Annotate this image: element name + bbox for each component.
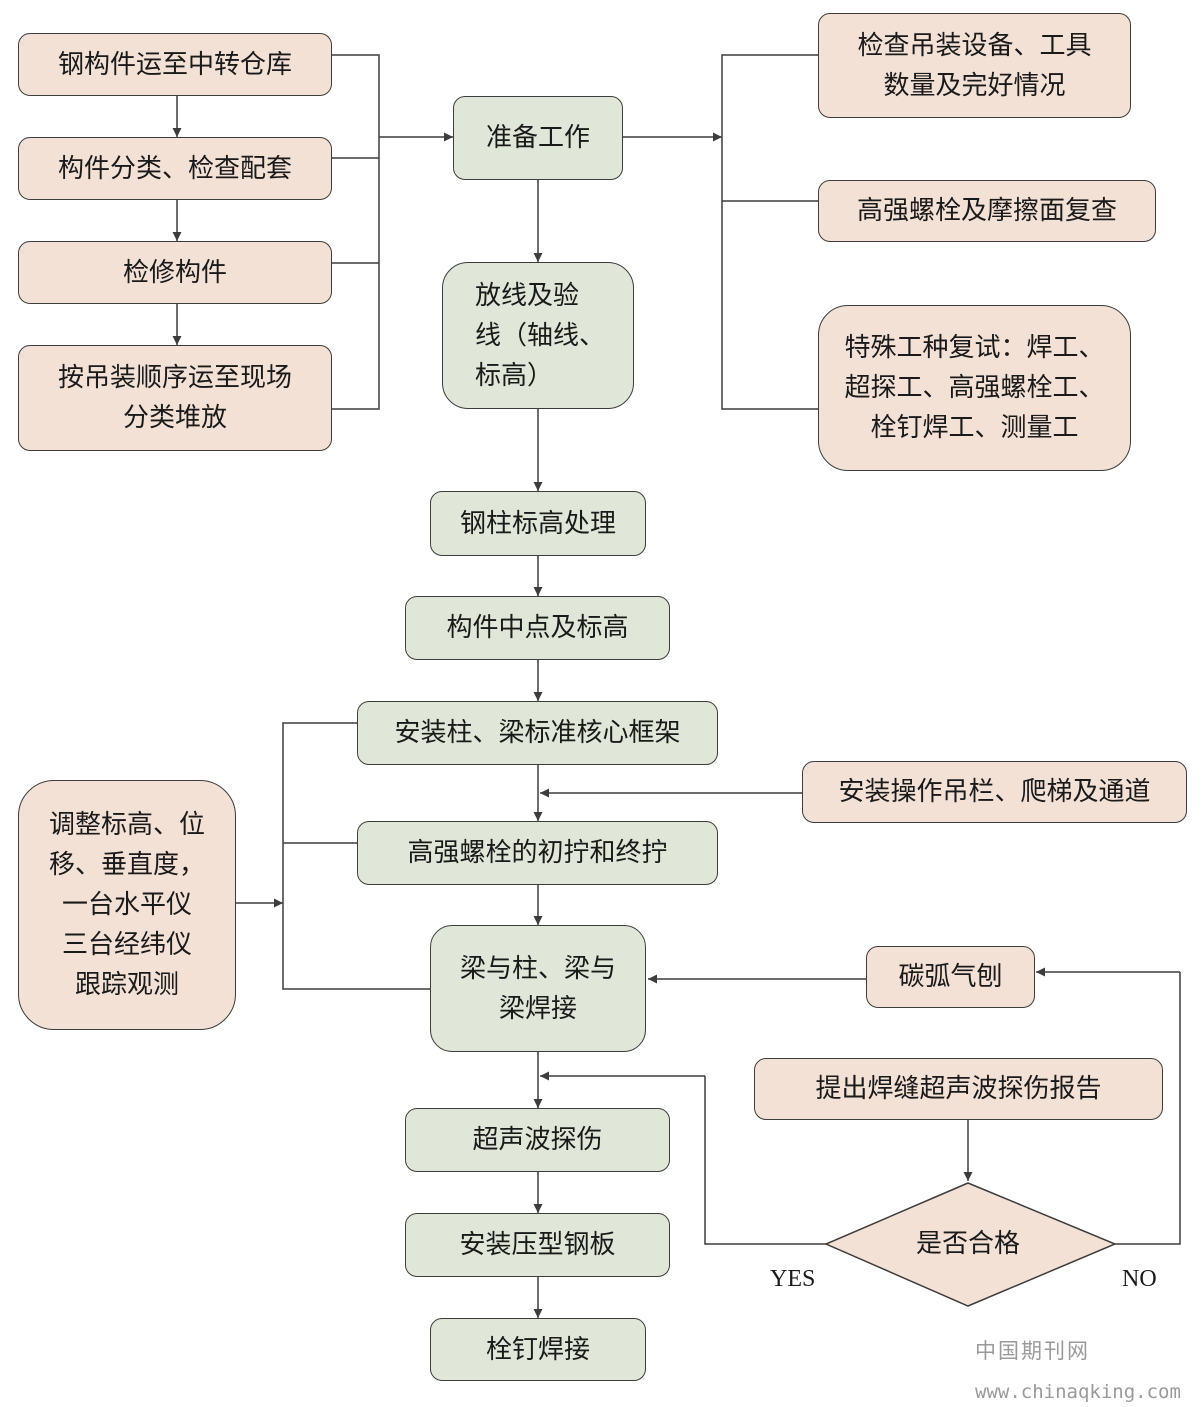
frame-box: 安装柱、梁标准核心框架 xyxy=(357,701,718,765)
prepare-label: 准备工作 xyxy=(485,123,590,153)
layout-box: 放线及验 线（轴线、 标高） xyxy=(442,262,634,409)
right-bracket xyxy=(721,54,818,410)
deck-label: 安装压型钢板 xyxy=(459,1230,616,1260)
stud-box: 栓钉焊接 xyxy=(430,1318,646,1381)
transport-box: 钢构件运至中转仓库 xyxy=(18,33,332,96)
watermark-url: www.chinaqking.com xyxy=(975,1381,1181,1403)
layout-label: 放线及验 线（轴线、 标高） xyxy=(475,280,606,391)
no-label: NO xyxy=(1122,1266,1157,1292)
equipment-label: 检查吊装设备、工具 数量及完好情况 xyxy=(857,30,1092,101)
adjust-bracket xyxy=(282,722,430,990)
classify-box: 构件分类、检查配套 xyxy=(18,137,332,200)
bolt-check-box: 高强螺栓及摩擦面复查 xyxy=(818,180,1156,242)
bolting-box: 高强螺栓的初拧和终拧 xyxy=(357,821,718,885)
column-level-label: 钢柱标高处理 xyxy=(459,508,616,539)
repair-label: 检修构件 xyxy=(122,257,227,288)
repair-box: 检修构件 xyxy=(18,241,332,304)
midpoint-box: 构件中点及标高 xyxy=(405,596,670,660)
platform-label: 安装操作吊栏、爬梯及通道 xyxy=(838,777,1151,807)
stack-box: 按吊装顺序运至现场 分类堆放 xyxy=(18,345,332,451)
yes-label: YES xyxy=(770,1266,816,1292)
decision-label: 是否合格 xyxy=(915,1229,1020,1259)
deck-box: 安装压型钢板 xyxy=(405,1213,670,1277)
frame-label: 安装柱、梁标准核心框架 xyxy=(394,718,681,748)
adjust-label: 调整标高、位 移、垂直度， 一台水平仪 三台经纬仪 跟踪观测 xyxy=(48,810,205,1000)
welding-label: 梁与柱、梁与 梁焊接 xyxy=(459,953,616,1024)
trades-box: 特殊工种复试：焊工、 超探工、高强螺栓工、 栓钉焊工、测量工 xyxy=(818,305,1131,471)
bolt-check-label: 高强螺栓及摩擦面复查 xyxy=(856,196,1117,226)
platform-box: 安装操作吊栏、爬梯及通道 xyxy=(802,761,1187,823)
equipment-box: 检查吊装设备、工具 数量及完好情况 xyxy=(818,13,1131,118)
ultrasonic-label: 超声波探伤 xyxy=(472,1125,603,1155)
midpoint-label: 构件中点及标高 xyxy=(446,613,629,643)
classify-label: 构件分类、检查配套 xyxy=(57,153,292,184)
prepare-box: 准备工作 xyxy=(453,96,623,180)
adjust-box: 调整标高、位 移、垂直度， 一台水平仪 三台经纬仪 跟踪观测 xyxy=(18,780,236,1030)
column-level-box: 钢柱标高处理 xyxy=(430,491,646,556)
report-box: 提出焊缝超声波探伤报告 xyxy=(754,1058,1163,1120)
ultrasonic-box: 超声波探伤 xyxy=(405,1108,670,1172)
left-bracket xyxy=(332,54,380,410)
bolting-label: 高强螺栓的初拧和终拧 xyxy=(407,838,668,868)
report-label: 提出焊缝超声波探伤报告 xyxy=(815,1074,1102,1104)
no-loop xyxy=(1115,972,1181,1245)
decision-diamond xyxy=(824,1182,1117,1307)
trades-label: 特殊工种复试：焊工、 超探工、高强螺栓工、 栓钉焊工、测量工 xyxy=(844,333,1105,443)
welding-box: 梁与柱、梁与 梁焊接 xyxy=(430,925,646,1052)
gouging-label: 碳弧气刨 xyxy=(898,962,1003,992)
watermark-name: 中国期刊网 xyxy=(975,1339,1090,1363)
gouging-box: 碳弧气刨 xyxy=(866,946,1035,1008)
stack-label: 按吊装顺序运至现场 分类堆放 xyxy=(57,363,292,433)
yes-loop xyxy=(704,1076,826,1245)
stud-label: 栓钉焊接 xyxy=(485,1334,590,1365)
transport-label: 钢构件运至中转仓库 xyxy=(57,49,292,80)
